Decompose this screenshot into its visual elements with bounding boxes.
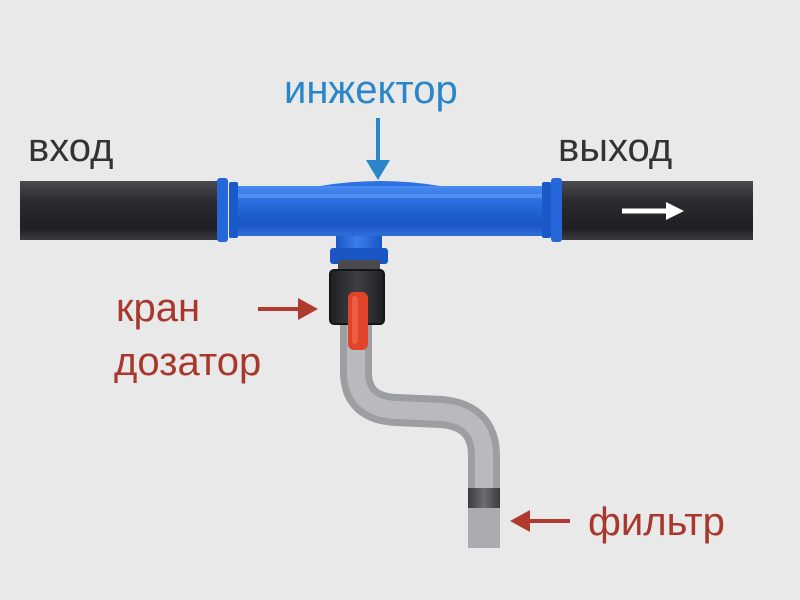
filter-icon xyxy=(468,488,500,548)
injector-body-icon xyxy=(217,178,562,264)
valve-pointer-arrow-icon xyxy=(258,298,318,320)
injector-pointer-arrow-icon xyxy=(366,118,390,180)
inlet-pipe xyxy=(20,181,220,240)
filter-label: фильтр xyxy=(588,500,725,544)
outlet-label: выход xyxy=(558,126,673,170)
filter-pointer-arrow-icon xyxy=(510,510,570,532)
dosing-valve-icon xyxy=(329,260,385,350)
flow-direction-arrow-icon xyxy=(622,202,684,220)
inlet-label: вход xyxy=(28,126,114,170)
injector-label: инжектор xyxy=(284,68,458,112)
suction-hose xyxy=(340,320,500,548)
valve-label-line2: дозатор xyxy=(114,340,262,384)
valve-label-line1: кран xyxy=(116,286,201,330)
